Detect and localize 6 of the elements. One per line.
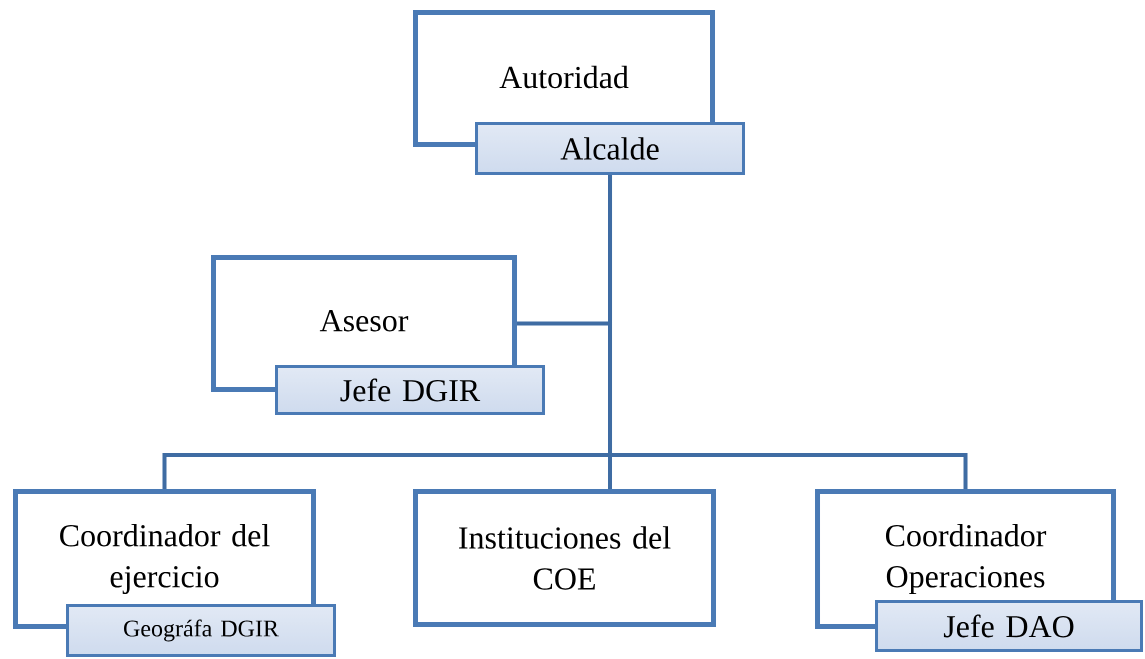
- title-tag: Alcalde: [475, 122, 745, 175]
- org-box: Instituciones del COE: [413, 489, 716, 627]
- title-tag: Geográfa DGIR: [66, 604, 336, 657]
- title-tag: Jefe DGIR: [275, 365, 545, 415]
- title-tag: Jefe DAO: [875, 600, 1143, 652]
- connector-line: [608, 175, 968, 489]
